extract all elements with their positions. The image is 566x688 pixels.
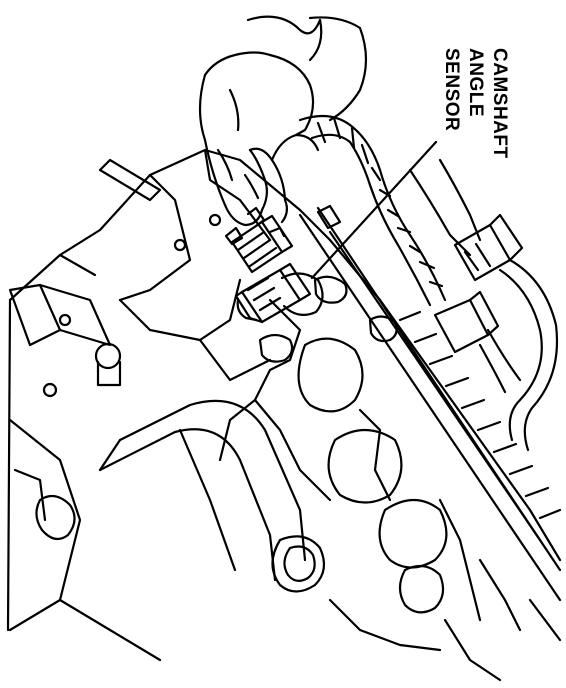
connector-icon bbox=[224, 206, 294, 274]
callout-line-camshaft: CAMSHAFT bbox=[489, 48, 510, 159]
callout-line-sensor: SENSOR bbox=[441, 48, 462, 132]
callout-leader-line bbox=[310, 140, 438, 280]
sensor-icon bbox=[234, 262, 324, 324]
wiring-harness-icon bbox=[298, 114, 559, 452]
hand-icon bbox=[198, 15, 368, 227]
callout-label: CAMSHAFT ANGLE SENSOR bbox=[424, 48, 514, 178]
cylinder-head-icon bbox=[6, 148, 562, 682]
callout-line-angle: ANGLE bbox=[465, 48, 486, 117]
